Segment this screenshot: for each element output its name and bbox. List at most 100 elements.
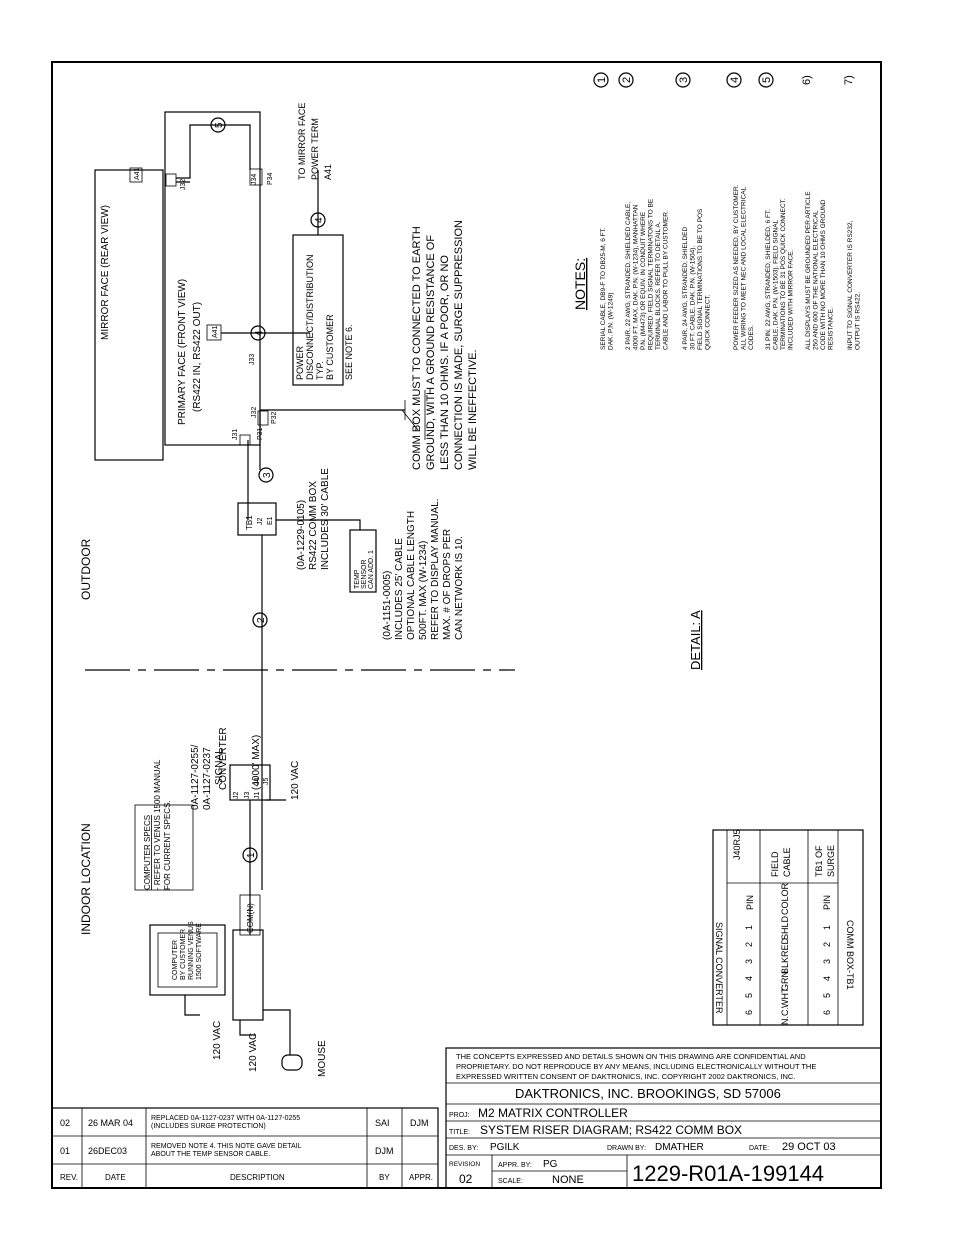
note-number: 5	[761, 77, 773, 83]
note-line: 4000 FT. MAX, DAK. P.N. (W-1234), MANHAT…	[633, 204, 640, 350]
rev-desc-line-2: (INCLUDES SURGE PROTECTION)	[151, 1123, 266, 1130]
detail-field-1: FIELD	[770, 851, 780, 877]
note-line: ALL DISPLAYS MUST BE GROUNDED PER ARTICL…	[805, 191, 812, 350]
notes-heading: NOTES:	[572, 258, 588, 310]
drawing-number: 1229-R01A-199144	[632, 1161, 824, 1186]
detail-pin-right: PIN	[822, 895, 832, 910]
note-line: CABLE, DAK. P.N. (W-1503). FIELD SIGNAL	[773, 219, 780, 350]
temp-label-2: INCLUDES 25' CABLE	[394, 538, 405, 640]
title-label: TITLE:	[449, 1129, 470, 1136]
desc-col-header: DESCRIPTION	[230, 1173, 285, 1182]
com-port-box	[239, 894, 261, 936]
temp-sensor-1: TEMP	[354, 569, 361, 589]
detail-tb1-1: TB1 OF	[814, 845, 824, 877]
callout-1-num: 1	[246, 852, 257, 858]
note-line: OUTPUT IS RS422.	[855, 292, 862, 350]
rev-col-header: REV.	[60, 1173, 78, 1182]
note-line: INCLUDED WITH MIRROR FACE.	[788, 249, 795, 350]
comm-box	[237, 502, 277, 536]
note-line: RESISTANCE.	[828, 307, 835, 350]
p32-connector	[257, 410, 269, 426]
comm-box-j2: J2	[257, 518, 264, 526]
tower-power	[239, 1020, 255, 1036]
detail-a-heading: DETAIL: A	[688, 610, 703, 670]
detail-field-2: CABLE	[782, 847, 792, 877]
rev-cell: 02	[60, 1118, 70, 1128]
revision-col-rules	[81, 1108, 403, 1188]
note-callout	[593, 72, 609, 88]
j32-top-label: J32	[180, 179, 187, 190]
note-callout	[758, 72, 774, 88]
p32-label: P32	[271, 411, 278, 424]
rev-desc-line-1: REPLACED 0A-1127-0237 WITH 0A-1127-0255	[151, 1115, 300, 1122]
detail-a: DETAIL: A SIGNAL CONVERTER COMM BOX-TB1 …	[688, 610, 864, 1026]
temp-label-4: 500FT. MAX (W-1234)	[418, 541, 429, 640]
title-block-bottom-rules	[491, 1155, 628, 1188]
by-col-header: BY	[379, 1173, 390, 1182]
primary-face-label-1: PRIMARY FACE (FRONT VIEW)	[177, 279, 188, 425]
a41-mirror-box	[129, 167, 143, 183]
computer-2: BY CUSTOMER	[180, 929, 187, 980]
scale-label: SCALE:	[498, 1178, 523, 1185]
sheet-border	[51, 61, 882, 1189]
note-line: FIELD SIGNAL TERMINATIONS TO BE TO POS	[697, 208, 704, 350]
rev-date-cell: 26 MAR 04	[88, 1118, 133, 1128]
confidential-2: PROPRIETARY. DO NOT REPRODUCE BY ANY MEA…	[456, 1062, 816, 1071]
comm-box-label-2: RS422 COMM BOX	[308, 481, 319, 570]
detail-color-cell: RED	[780, 937, 790, 957]
j32-label: J32	[251, 407, 258, 418]
note-line: 30 FT. CABLE, DAK. P.N. (W-1504).	[690, 246, 697, 350]
note-callout	[726, 72, 742, 88]
note-number: 3	[678, 77, 690, 83]
j34-label: J34	[251, 174, 258, 185]
ground-note-3: LESS THAN 10 OHMS. IF A POOR, OR NO	[439, 255, 451, 470]
note-number: 6)	[801, 75, 813, 85]
revision-table-frame	[51, 1107, 439, 1189]
to-mirror-2: POWER TERM	[310, 118, 320, 180]
revision-value: 02	[459, 1172, 473, 1186]
appr-label: APPR. BY:	[498, 1162, 532, 1169]
mouse-label: MOUSE	[317, 1040, 328, 1077]
mirror-face-box	[94, 169, 164, 461]
note-line: 31 PIN, 22 AWG, STRANDED, SHIELDED, 6 FT…	[765, 209, 772, 350]
detail-pin-cell: 6	[744, 1010, 754, 1015]
computer-specs-2: - REFER TO VENUS 1500 MANUAL	[153, 759, 162, 890]
detail-pin-cell: 1	[744, 925, 754, 930]
detail-a-col-rules	[759, 830, 809, 1025]
note-number: 1	[596, 77, 608, 83]
detail-pin-cell: 3	[744, 959, 754, 964]
detail-pin-cell: 5	[744, 993, 754, 998]
outdoor-label: OUTDOOR	[79, 538, 93, 600]
a41-primary-label: A41	[212, 325, 219, 338]
callout-4a-num: 4	[254, 330, 265, 336]
computer-specs-box	[134, 804, 194, 891]
note-line: QUICK CONNECT.	[705, 294, 712, 350]
detail-pin-left: PIN	[745, 895, 755, 910]
note-line: P.N. (M4473) OR EQUIV. IN CONDUIT WHERE	[640, 211, 647, 350]
drawn-value: DMATHER	[655, 1142, 704, 1153]
title-block-frame	[445, 1047, 882, 1189]
ground-note-2: GROUND, WITH A GROUND RESISTANCE OF	[425, 235, 437, 470]
computer-specs-3: FOR CURRENT SPECS.	[163, 800, 172, 890]
temp-cable	[276, 519, 361, 530]
scale-value: NONE	[552, 1174, 584, 1186]
conv-j4: J4	[254, 778, 261, 786]
comm-box-e1: E1	[267, 516, 274, 525]
callout-5	[210, 117, 226, 133]
a41-mirror-label: A41	[134, 167, 141, 180]
date-value: 29 OCT 03	[782, 1141, 836, 1153]
callout-5-num: 5	[214, 122, 225, 128]
conv-j3: J3	[244, 792, 251, 800]
confidential-1: THE CONCEPTS EXPRESSED AND DETAILS SHOWN…	[456, 1052, 806, 1061]
mouse-cable	[263, 1009, 291, 1055]
temp-sensor-3: CAN ADD. 1	[368, 550, 375, 589]
detail-tb-cell: 5	[822, 993, 832, 998]
rev-cell: 01	[60, 1146, 70, 1156]
detail-tb-cell: 4	[822, 976, 832, 981]
detail-pin-cell: 4	[744, 976, 754, 981]
proj-label: PROJ:	[449, 1112, 470, 1119]
appr-col-header: APPR.	[409, 1173, 433, 1182]
rev-by-cell: DJM	[375, 1146, 394, 1156]
